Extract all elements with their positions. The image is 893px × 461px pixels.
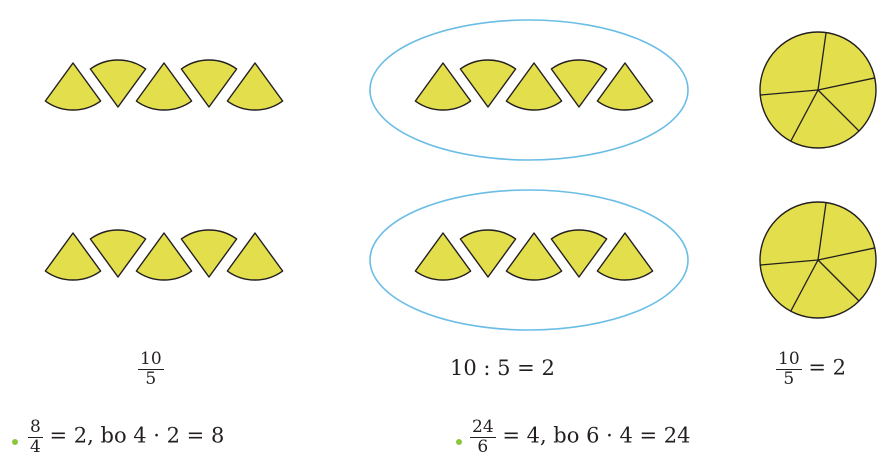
wedge-down — [550, 229, 608, 278]
bullet-dot — [12, 439, 18, 445]
fraction: 10 5 — [138, 350, 164, 388]
circle-division-line — [790, 89, 819, 142]
numerator: 24 — [470, 417, 496, 438]
wedge-up — [596, 62, 654, 111]
circle-division-line — [790, 259, 819, 312]
denominator: 5 — [783, 368, 795, 389]
denominator: 6 — [477, 436, 489, 457]
wedge-up — [135, 62, 193, 111]
bullet-item-2: 24 6 = 4, bo 6 · 4 = 24 — [470, 418, 691, 456]
circle-division-line — [817, 247, 875, 261]
denominator: 4 — [30, 436, 41, 457]
bullet-dot — [456, 439, 462, 445]
group-ellipse — [369, 189, 689, 331]
wedge-up — [596, 232, 654, 281]
wedge-up — [226, 62, 284, 111]
division-equation: 10 : 5 = 2 — [450, 356, 555, 380]
wedge-down — [459, 229, 517, 278]
circle-division-line — [760, 89, 819, 96]
wedge-up — [226, 232, 284, 281]
wedge-up — [135, 232, 193, 281]
fraction: 10 5 — [776, 350, 802, 388]
wedge-down — [89, 59, 147, 108]
fraction-ten-fifths: 10 5 — [138, 350, 164, 388]
numerator: 10 — [138, 349, 164, 370]
circle-division-line — [817, 32, 827, 91]
wedge-down — [459, 59, 517, 108]
bullet-item-1: 8 4 = 2, bo 4 · 2 = 8 — [28, 418, 224, 456]
fraction-equation: 10 5 = 2 — [776, 350, 846, 388]
group-ellipse — [369, 19, 689, 161]
circle-division-line — [817, 202, 827, 261]
wedge-up — [505, 232, 563, 281]
wedge-down — [89, 229, 147, 278]
denominator: 5 — [145, 368, 157, 389]
fraction: 8 4 — [28, 418, 43, 456]
wedge-down — [550, 59, 608, 108]
numerator: 10 — [776, 349, 802, 370]
wedge-up — [44, 62, 102, 111]
wedge-up — [44, 232, 102, 281]
numerator: 8 — [28, 417, 43, 438]
circle-division-line — [817, 259, 860, 302]
circle-division-line — [817, 77, 875, 91]
wedge-up — [505, 62, 563, 111]
wedge-down — [180, 229, 238, 278]
wedge-down — [180, 59, 238, 108]
bullet-text: = 2, bo 4 · 2 = 8 — [49, 423, 225, 448]
equation-rhs: = 2 — [808, 355, 846, 380]
circle-division-line — [817, 89, 860, 132]
fraction: 24 6 — [470, 418, 496, 456]
wedge-up — [414, 232, 472, 281]
wedge-up — [414, 62, 472, 111]
circle-division-line — [760, 259, 819, 266]
bullet-text: = 4, bo 6 · 4 = 24 — [502, 423, 691, 448]
